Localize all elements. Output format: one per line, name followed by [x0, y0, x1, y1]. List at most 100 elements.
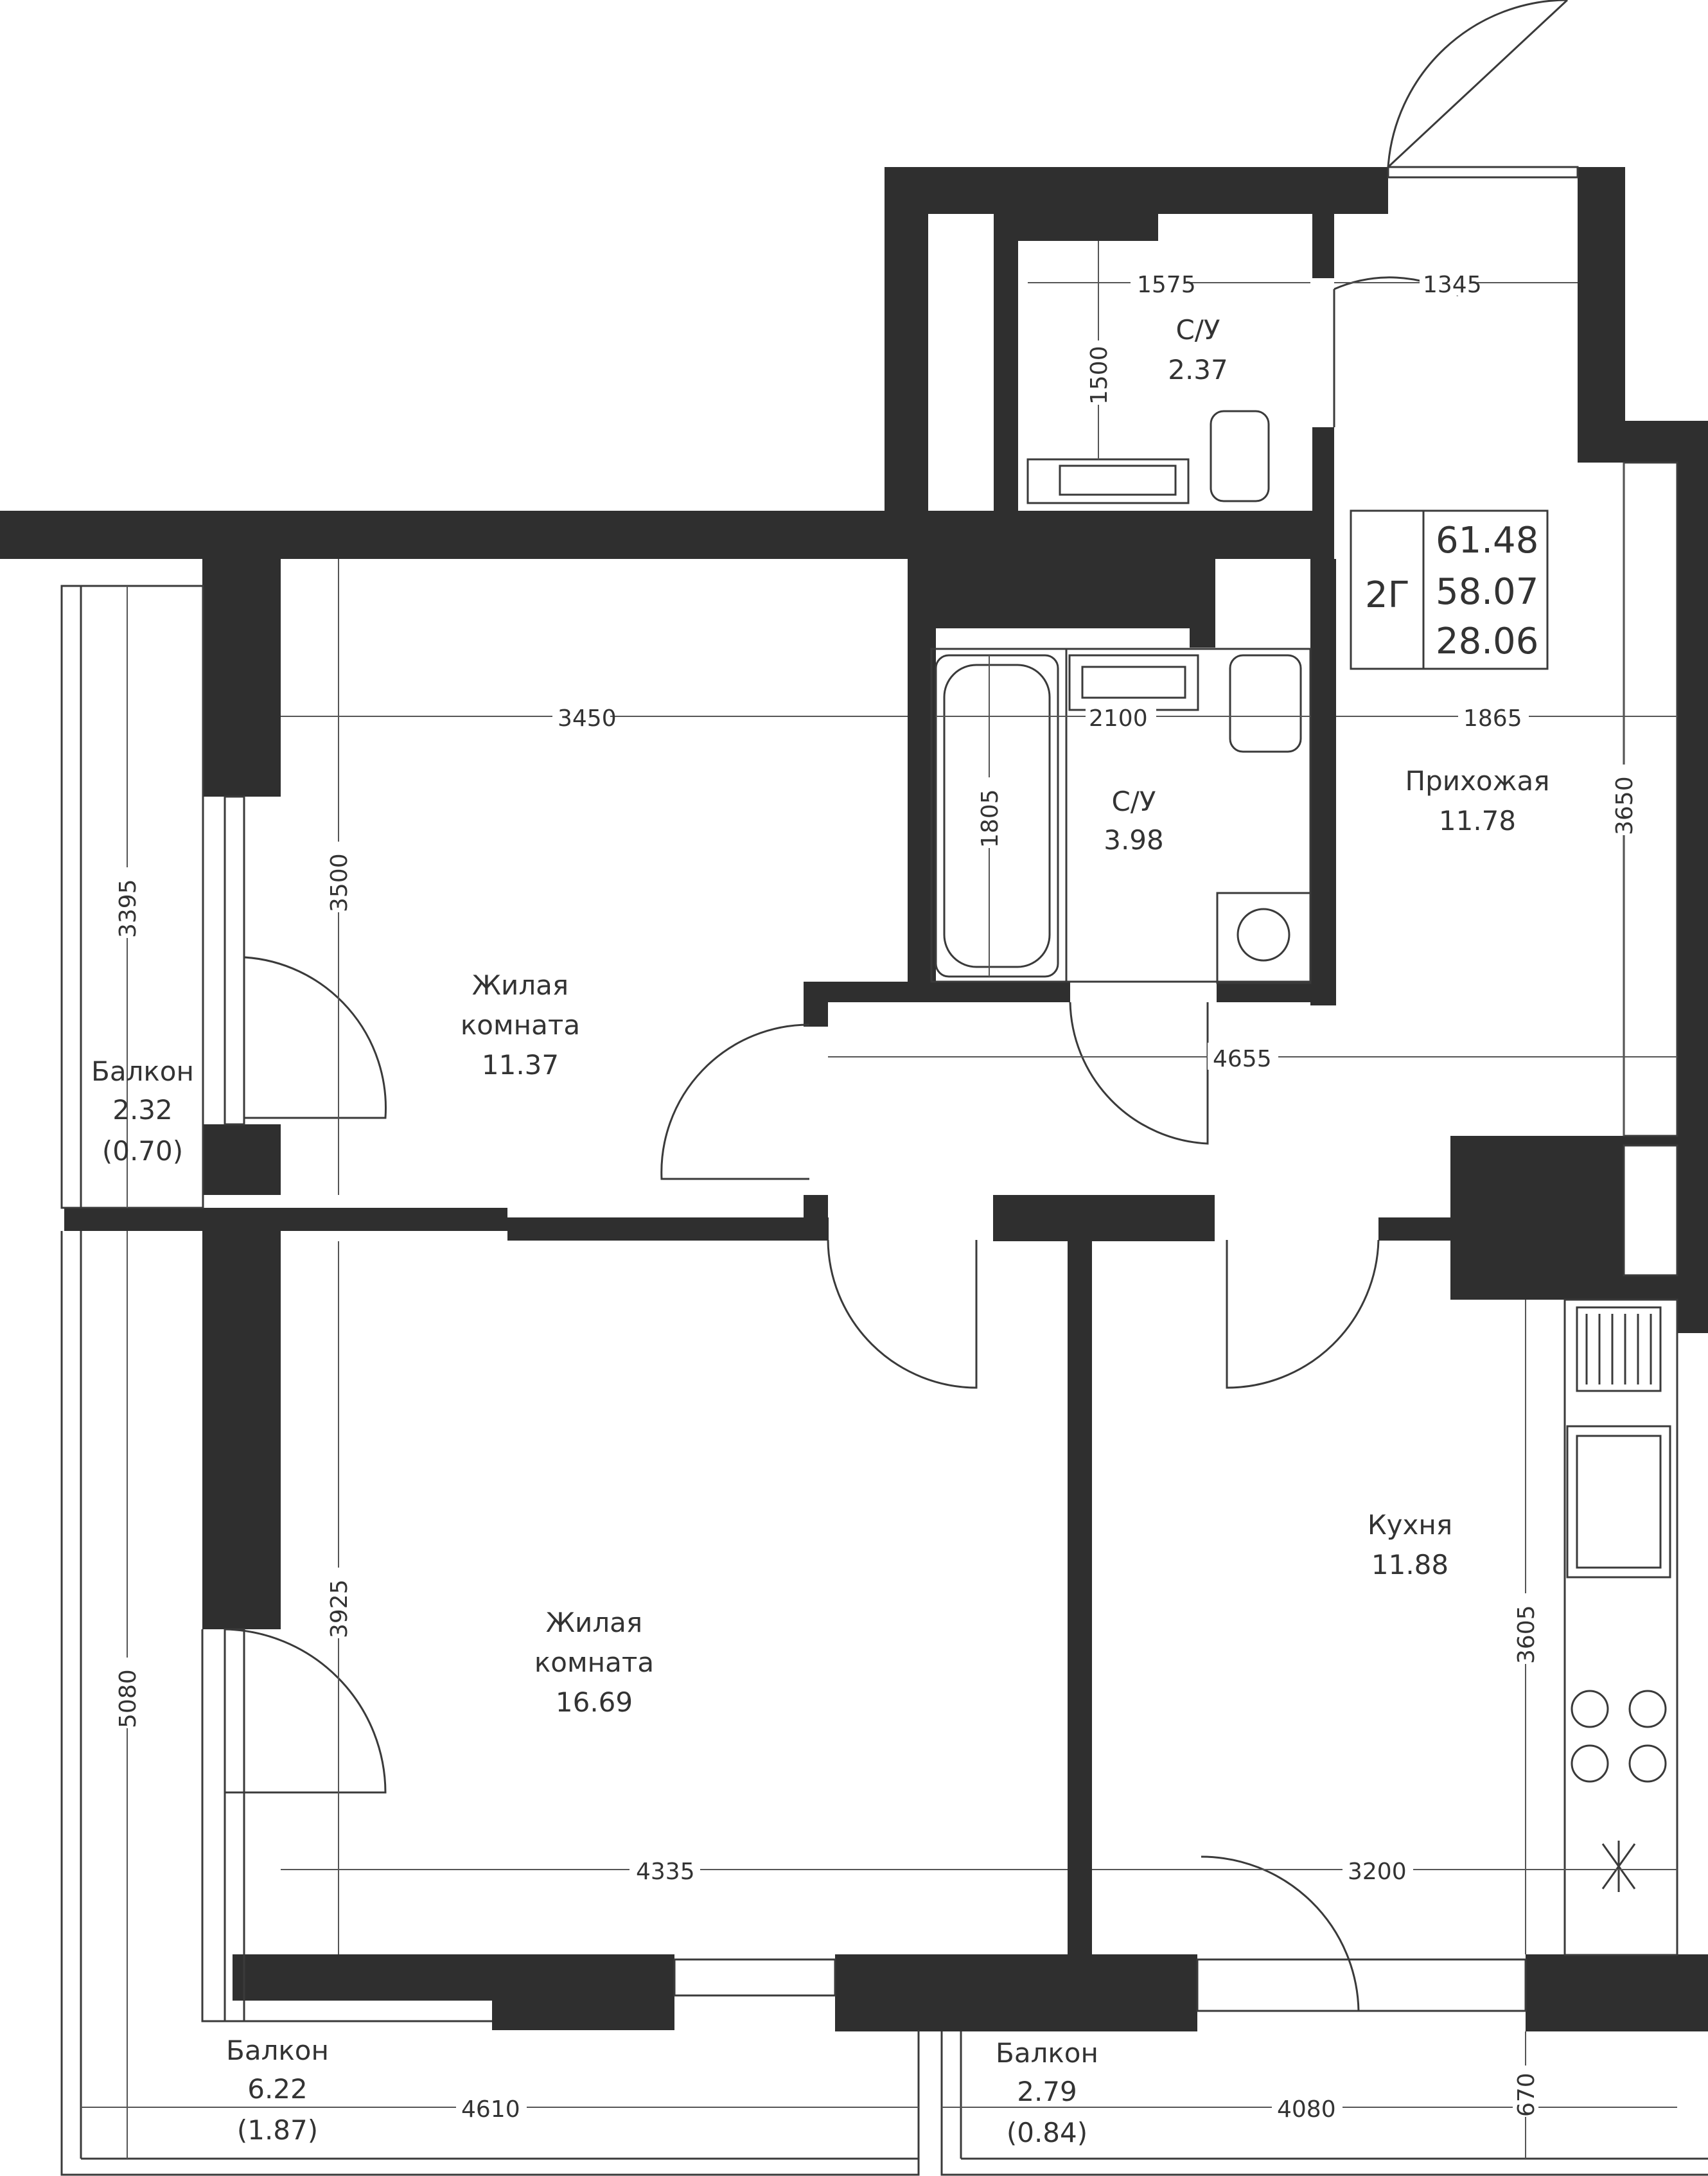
bathtub [935, 654, 1059, 978]
wall [507, 1217, 829, 1241]
door-kitchen [1226, 1239, 1380, 1389]
dim-3450: 3450 [558, 705, 617, 732]
radiator [1576, 1306, 1662, 1392]
dim-1575: 1575 [1137, 272, 1196, 298]
balcony-3-reduced: (0.84) [1007, 2117, 1087, 2148]
sink-basin [1059, 464, 1177, 496]
dim-3605: 3605 [1513, 1605, 1540, 1664]
wall [1378, 1217, 1452, 1241]
hall-area: 11.78 [1439, 805, 1516, 836]
window [673, 1958, 836, 1997]
living-2-area: 16.69 [556, 1686, 633, 1718]
wall [993, 1195, 1215, 1241]
wall [492, 2001, 674, 2030]
stove-burner [1571, 1744, 1609, 1783]
wall [885, 167, 1388, 214]
dim-4655: 4655 [1213, 1046, 1272, 1072]
dim-5080: 5080 [115, 1669, 141, 1728]
living-space-area: 58.07 [1436, 571, 1538, 613]
kitchen-sink-basin [1576, 1435, 1662, 1569]
wall [1578, 167, 1625, 437]
wall [936, 559, 1190, 628]
washing-machine [1216, 892, 1312, 984]
dim-1865: 1865 [1463, 705, 1522, 732]
stove-burner [1628, 1690, 1667, 1728]
balcony-3-name: Балкон [996, 2037, 1098, 2069]
walls [0, 167, 1708, 2031]
wall [804, 982, 1070, 1002]
living-1-area: 11.37 [482, 1049, 559, 1081]
radiator-lines [1585, 1314, 1652, 1384]
wall [835, 1954, 1197, 2031]
toilet [1229, 654, 1302, 753]
washing-machine-drum [1237, 908, 1290, 962]
balcony-2-name: Балкон [226, 2035, 329, 2066]
outlines [60, 166, 1708, 2176]
area-summary-box: 2Г 61.48 58.07 28.06 [1350, 509, 1549, 670]
bathroom-frame [930, 648, 1312, 983]
wall [804, 1195, 828, 1241]
wall [233, 1954, 674, 2001]
window [1387, 166, 1579, 179]
wall [1624, 1136, 1708, 1145]
wall [1310, 559, 1336, 1005]
wall [994, 214, 1158, 241]
door-wc-small [1333, 276, 1459, 427]
balcony-inner [201, 1629, 492, 2022]
sink [1068, 654, 1199, 711]
sink [1026, 458, 1190, 504]
wall [1068, 1241, 1092, 1954]
kitchen-area: 11.88 [1371, 1549, 1448, 1580]
balcony-1-name: Балкон [91, 1056, 194, 1087]
stove-burner [1571, 1690, 1609, 1728]
wall [1450, 1136, 1624, 1300]
wall [1312, 214, 1334, 278]
stove-burner [1628, 1744, 1667, 1783]
wall [1677, 421, 1708, 1333]
door-kitchen-balcony [1201, 1855, 1360, 2012]
wall [1217, 982, 1336, 1002]
dim-3200: 3200 [1348, 1859, 1407, 1885]
hall-name: Прихожая [1405, 765, 1550, 797]
wall [202, 559, 281, 797]
apartment-type: 2Г [1365, 574, 1410, 616]
door-living-2 [827, 1239, 978, 1389]
wc-large-area: 3.98 [1104, 824, 1164, 856]
balcony-1-area: 2.32 [112, 1094, 173, 1126]
living-area: 28.06 [1436, 621, 1538, 662]
wall [1624, 1275, 1708, 1300]
dim-3500: 3500 [326, 853, 353, 912]
dim-670: 670 [1513, 2073, 1540, 2117]
dim-3650: 3650 [1612, 776, 1638, 835]
doors [224, 0, 1569, 2012]
balcony-frame [940, 2031, 1708, 2176]
wc-small-area: 2.37 [1168, 354, 1228, 385]
door-entrance [1387, 0, 1569, 168]
wall [0, 511, 1334, 559]
living-1-name-line1: Жилая [472, 969, 568, 1001]
dim-4335: 4335 [636, 1859, 695, 1885]
toilet [1210, 410, 1270, 502]
wall [1526, 1954, 1708, 2031]
wall [202, 1124, 281, 1195]
kitchen-counter [1563, 1298, 1678, 1956]
total-area: 61.48 [1436, 520, 1538, 562]
vent-symbol [1601, 1841, 1636, 1892]
dim-1345: 1345 [1423, 272, 1482, 298]
bathtub-inner [943, 664, 1051, 968]
dimension-labels: 1575 1345 1500 3450 2100 1865 3500 1805 … [115, 272, 1638, 2123]
balcony-3-area: 2.79 [1017, 2076, 1077, 2107]
wc-small-name: С/У [1175, 314, 1220, 346]
room-labels: С/У 2.37 С/У 3.98 Прихожая 11.78 Жилая к… [91, 314, 1549, 2148]
balcony-frame [60, 585, 204, 1209]
dim-3395: 3395 [115, 879, 141, 938]
fixtures [935, 410, 1678, 1956]
window [224, 795, 245, 1126]
living-2-name-line2: комната [534, 1647, 654, 1678]
balcony-2-area: 6.22 [247, 2073, 308, 2105]
wall [1312, 427, 1334, 514]
window [1196, 1958, 1527, 2012]
living-1-name-line2: комната [461, 1009, 580, 1041]
kitchen-sink [1566, 1425, 1671, 1579]
dimension-label-bg [114, 269, 1637, 2120]
